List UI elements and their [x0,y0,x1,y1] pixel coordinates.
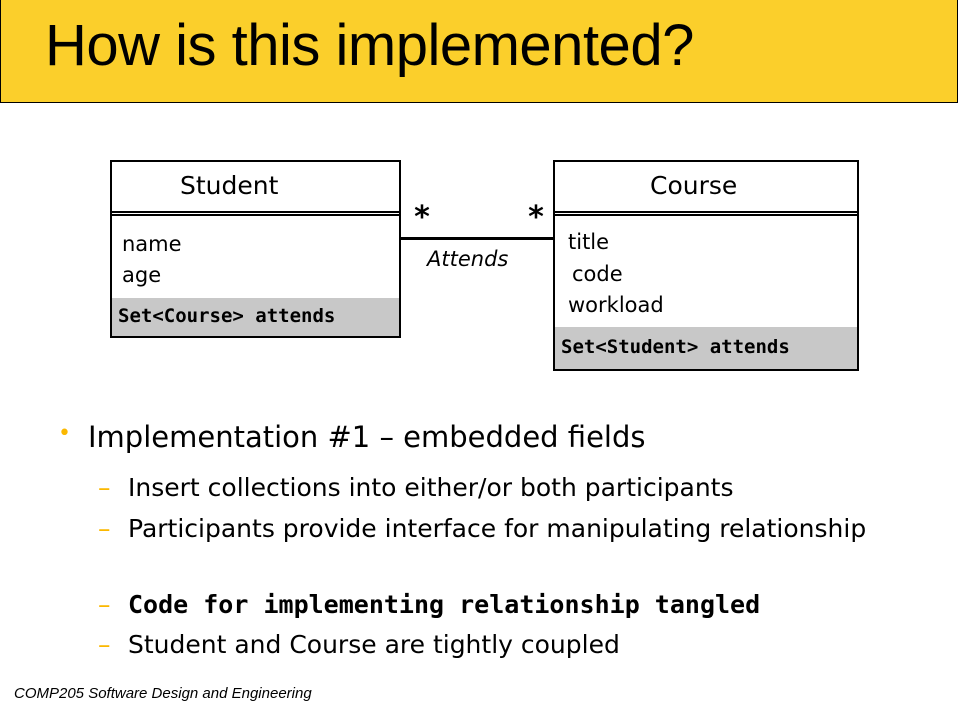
title-bar: How is this implemented? [0,0,958,103]
course-class-separator [555,211,857,216]
right-multiplicity: * [527,200,546,235]
course-attr-title: title [568,230,610,254]
course-collection-field: Set<Student> attends [555,327,857,369]
student-class-box: Student name age Set<Course> attends [110,160,401,338]
student-collection-label: Set<Course> attends [118,305,336,327]
sub-bullet-text: Insert collections into either/or both p… [128,473,734,502]
slide-title: How is this implemented? [45,13,694,78]
bullet-dot: • [58,421,71,446]
course-class-box: Course title code workload Set<Student> … [553,160,859,371]
sub-bullet-dash: – [98,473,111,502]
sub-bullet-text: Code for implementing relationship tangl… [128,590,761,619]
student-attr-age: age [122,263,162,287]
sub-bullet-dash: – [98,630,111,659]
association-label: Attends [427,247,509,271]
sub-bullet-dash: – [98,590,111,619]
sub-bullet-dash: – [98,514,111,543]
sub-bullet: – Student and Course are tightly coupled [98,629,928,660]
student-attr-name: name [122,232,182,256]
sub-bullet-text: Student and Course are tightly coupled [128,630,620,659]
course-attr-code: code [572,262,623,286]
sub-bullet: – Insert collections into either/or both… [98,472,928,503]
student-class-separator [112,211,399,216]
association-line [400,237,554,240]
slide-footer: COMP205 Software Design and Engineering [14,685,312,702]
sub-bullet-text: Participants provide interface for manip… [128,514,867,543]
course-collection-label: Set<Student> attends [561,336,790,358]
left-multiplicity: * [413,200,432,235]
sub-bullet: – Code for implementing relationship tan… [98,589,928,620]
course-class-name: Course [650,171,738,200]
student-collection-field: Set<Course> attends [112,298,399,336]
course-attr-workload: workload [568,293,664,317]
sub-bullet: – Participants provide interface for man… [98,513,928,544]
student-class-name: Student [180,171,279,200]
main-bullet-text: Implementation #1 – embedded fields [88,420,646,454]
